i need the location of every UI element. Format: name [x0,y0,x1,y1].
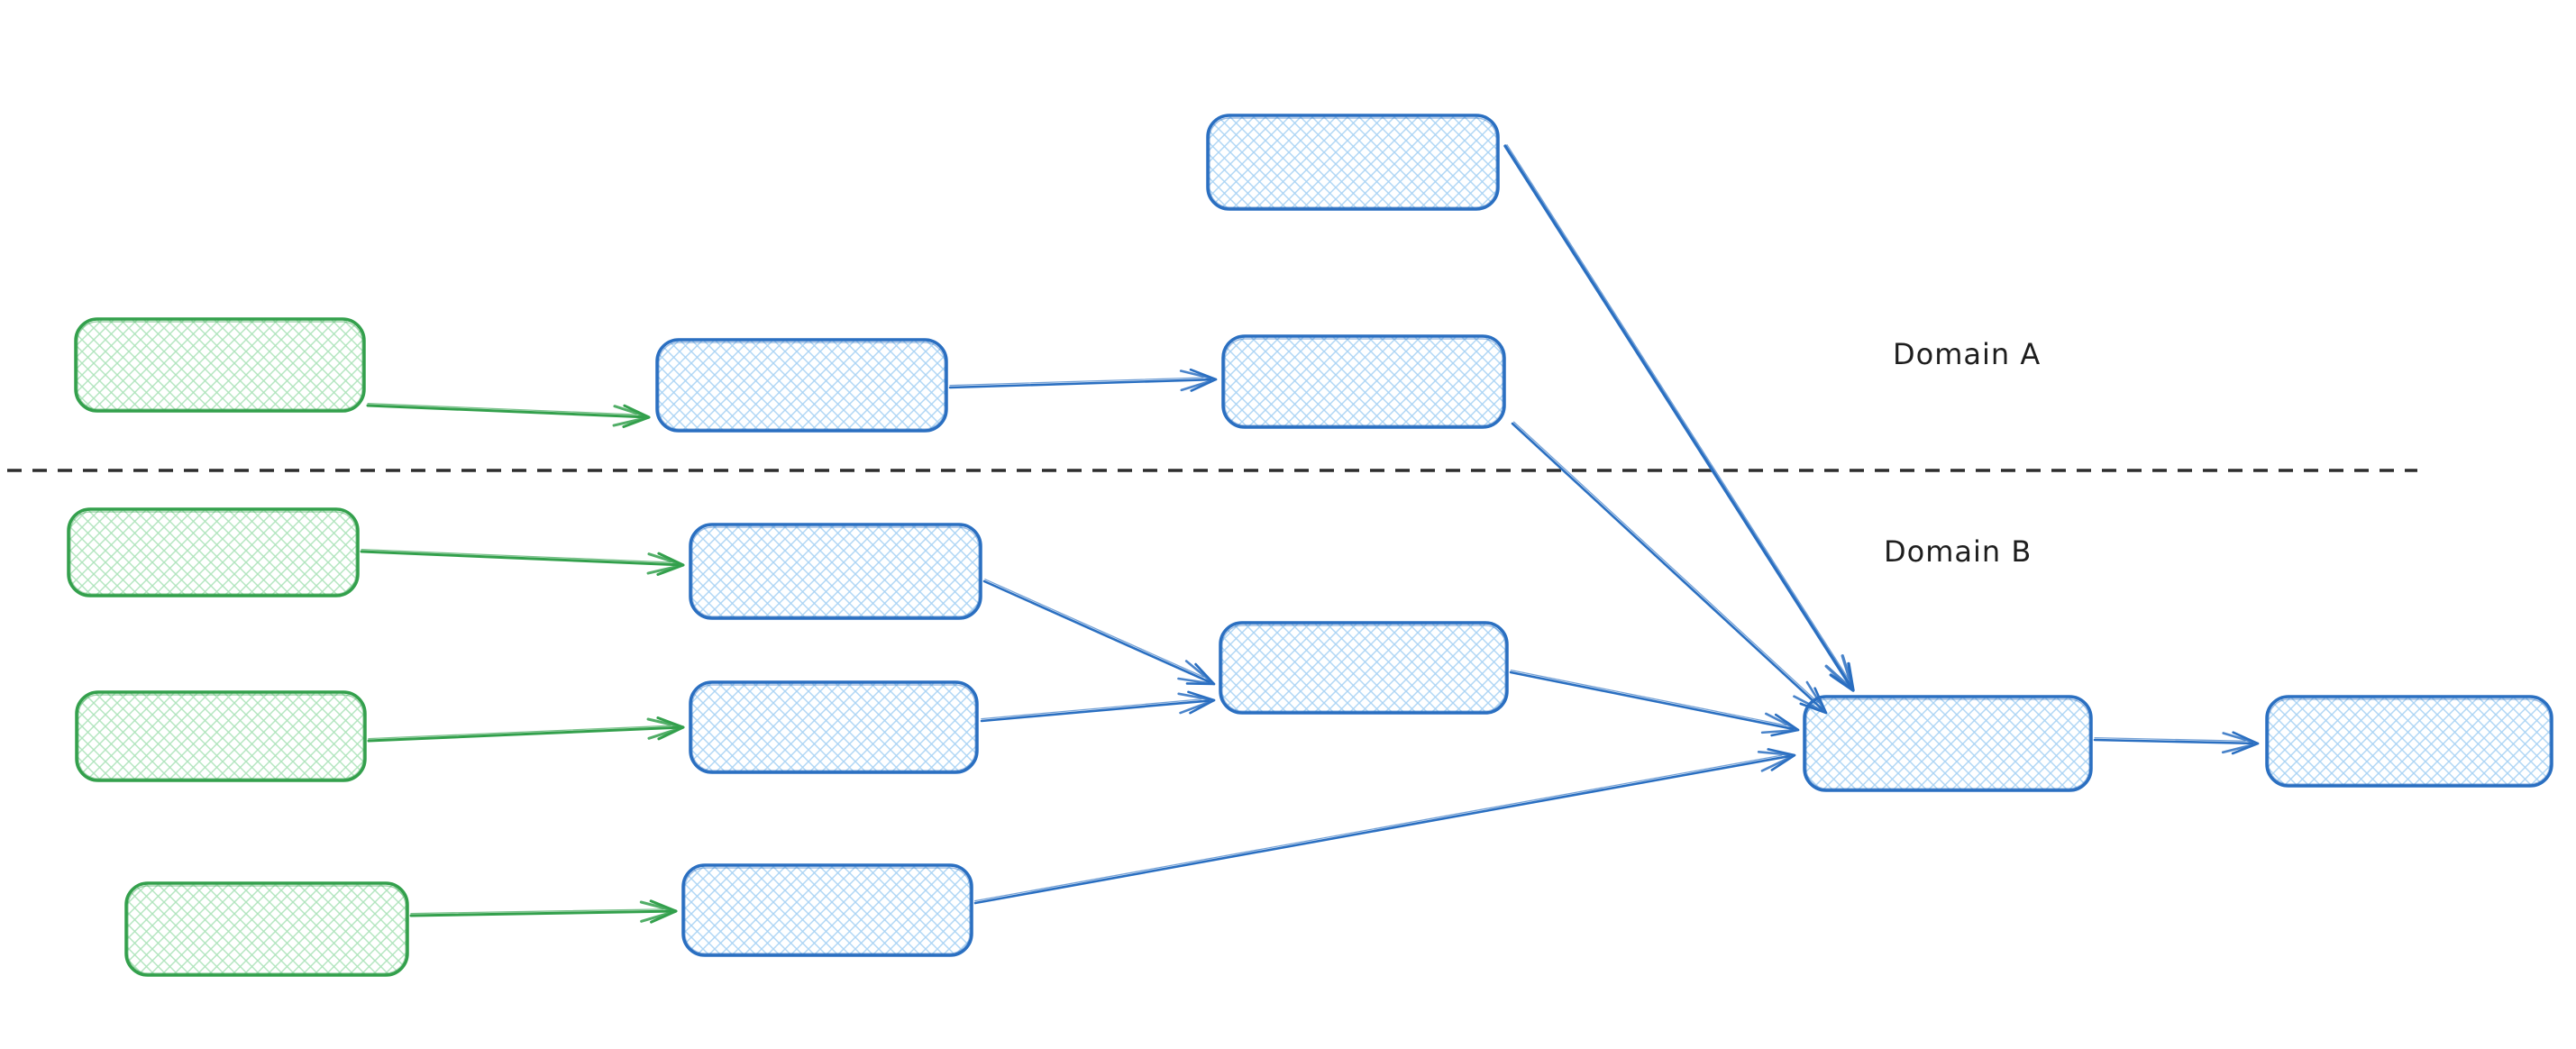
edge-arrowhead [646,717,685,740]
edge-line-sketch [368,725,671,740]
node-b-mid-2 [689,680,979,774]
edge-line-sketch [949,377,1204,387]
edge-b-mid-2-to-b-merge [980,690,1216,723]
edge-arrowhead [1793,680,1828,715]
edge-layer [360,144,2260,924]
node-a-right-box [1221,334,1506,429]
edge-a-top-to-b-sink [1503,144,1855,692]
edge-b-src-1-to-b-mid-1 [360,548,685,577]
edge-line-sketch [410,908,664,915]
edge-b-sink-to-b-out [2093,731,2260,755]
edge-line [360,550,680,567]
node-b-mid-1-sketch-outline [691,526,980,617]
edge-line [973,754,1791,905]
edge-line-sketch [1506,144,1850,680]
edge-line-sketch [361,548,671,563]
edge-line [1509,670,1795,731]
node-a-right [1221,334,1506,429]
node-b-src-3 [124,881,409,977]
node-b-out [2265,695,2553,788]
edge-a-mid-to-a-right [948,368,1218,392]
domain-b-label: Domain B [1884,534,2032,569]
node-b-src-2-box [75,690,367,782]
edge-line [366,404,645,419]
edge-arrowhead [1824,654,1855,692]
node-b-src-2-sketch-outline [78,694,364,780]
edge-line [948,378,1212,389]
edge-line [367,725,680,743]
edge-line-sketch [2094,736,2246,742]
node-a-top [1206,114,1500,211]
node-a-mid [655,338,948,433]
node-b-merge [1219,621,1509,715]
node-b-mid-3 [681,863,973,957]
edge-line [409,909,672,917]
edge-line [980,699,1210,723]
edge-line-sketch [1512,421,1819,704]
node-a-mid-box [655,338,948,433]
domain-a-label: Domain A [1893,337,2041,371]
node-a-top-box [1206,114,1500,211]
node-b-src-2 [75,690,367,782]
edge-arrowhead [1177,692,1216,715]
node-b-src-3-box [124,881,409,977]
node-b-mid-1-box [689,523,982,620]
node-b-mid-2-box [689,680,979,774]
node-a-mid-sketch-outline [658,342,945,430]
edge-line [1511,422,1823,711]
edge-arrowhead [1179,369,1218,392]
edge-b-mid-1-to-b-merge [982,579,1216,686]
node-b-sink-box [1803,695,2093,792]
node-b-mid-1 [689,523,982,620]
node-b-sink-sketch-outline [1805,698,2090,789]
edge-b-merge-to-b-sink [1509,669,1800,737]
node-b-merge-box [1219,621,1509,715]
node-b-src-1-sketch-outline [69,511,357,595]
edge-b-src-3-to-b-mid-3 [409,899,678,924]
node-b-mid-2-sketch-outline [691,684,976,771]
node-b-src-1 [67,507,360,597]
node-a-src-sketch-outline [77,321,363,410]
edge-arrowhead [1177,660,1216,686]
edge-arrowhead [646,552,685,575]
edge-b-mid-3-to-b-sink [973,748,1796,905]
edge-line [2093,738,2254,745]
edge-arrowhead [2221,732,2260,754]
edge-arrowhead [1760,712,1800,734]
edge-line-sketch [367,402,637,415]
node-layer [67,114,2553,977]
node-b-out-box [2265,695,2553,788]
node-a-top-sketch-outline [1209,117,1497,208]
node-a-right-sketch-outline [1224,338,1503,426]
node-a-src-box [74,317,366,413]
node-b-mid-3-sketch-outline [684,867,971,954]
edge-arrowhead [639,900,678,923]
node-b-src-1-box [67,507,360,597]
node-b-src-3-sketch-outline [127,885,406,974]
node-b-sink [1803,695,2093,792]
edge-b-src-2-to-b-mid-2 [367,716,685,743]
edge-line-sketch [973,754,1783,902]
node-a-src [74,317,366,413]
edge-line-sketch [984,579,1204,678]
node-b-merge-sketch-outline [1221,625,1506,712]
edge-a-right-to-b-sink [1511,421,1828,715]
edge-a-src-to-a-mid [366,402,651,429]
node-b-out-sketch-outline [2268,698,2551,785]
edge-line [982,579,1210,683]
edge-line-sketch [981,698,1202,720]
edge-arrowhead [612,405,651,427]
node-b-mid-3-box [681,863,973,957]
edge-line-sketch [1510,669,1787,726]
edge-arrowhead [1757,751,1796,772]
edge-line [1503,144,1852,688]
